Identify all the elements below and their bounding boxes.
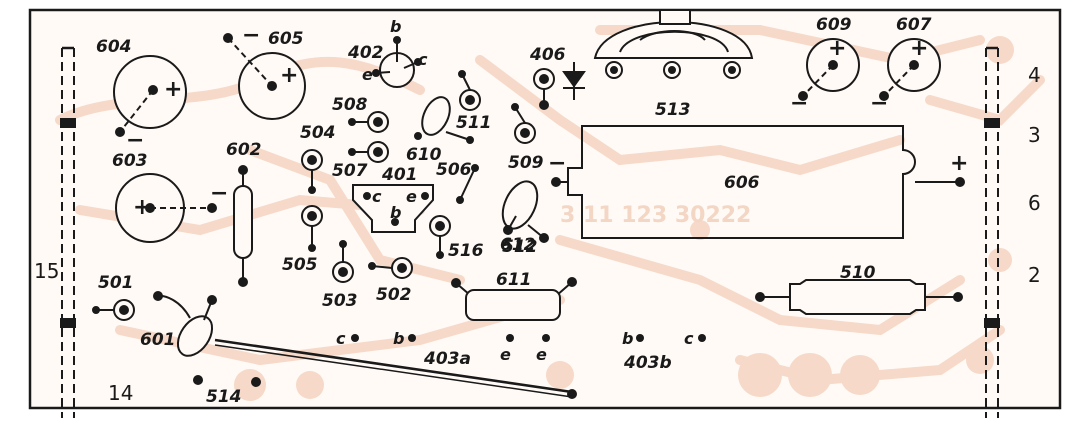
label-514: 514 <box>206 387 242 407</box>
label-507: 507 <box>332 161 368 181</box>
svg-text:b: b <box>393 329 404 348</box>
label-606: 606 <box>724 173 760 193</box>
capacitor-601 <box>153 291 217 357</box>
label-610: 610 <box>406 145 442 165</box>
resistor-501 <box>92 299 135 321</box>
svg-text:+: + <box>133 195 151 220</box>
label-402: 402 <box>347 43 384 63</box>
edge-label-6: 6 <box>1028 191 1041 215</box>
edge-label-15: 15 <box>34 259 59 283</box>
label-612: 612 <box>500 235 536 255</box>
capacitor-612 <box>501 180 549 243</box>
right-rail <box>985 48 999 418</box>
svg-text:+: + <box>910 36 928 61</box>
label-403b: 403b <box>623 353 672 373</box>
label-501: 501 <box>98 273 134 293</box>
label-609: 609 <box>816 15 852 35</box>
label-602: 602 <box>226 140 262 160</box>
label-510: 510 <box>840 263 876 283</box>
svg-text:e: e <box>536 345 547 364</box>
svg-text:−: − <box>126 128 144 153</box>
resistor-511 <box>458 70 481 111</box>
label-509: 509 <box>508 153 544 173</box>
svg-text:−: − <box>210 181 228 206</box>
edge-label-2: 2 <box>1028 263 1041 287</box>
label-513: 513 <box>655 100 691 120</box>
svg-text:c: c <box>418 50 428 69</box>
copper-pads <box>234 36 1014 401</box>
resistor-503 <box>332 240 354 283</box>
resistor-504 <box>301 149 323 194</box>
label-603: 603 <box>112 151 148 171</box>
resistor-510 <box>755 279 963 315</box>
label-506: 506 <box>436 160 472 180</box>
label-601: 601 <box>140 330 176 350</box>
polarity-marks: + − + − + − + − + − − + <box>126 23 968 220</box>
svg-text:+: + <box>280 63 298 88</box>
transistor-402 <box>372 36 422 88</box>
svg-text:b: b <box>622 329 633 348</box>
transistor-401 <box>352 184 434 233</box>
svg-text:−: − <box>548 151 566 176</box>
capacitor-605 <box>223 33 306 120</box>
resistor-516 <box>429 215 451 259</box>
capacitor-603 <box>115 173 217 243</box>
label-605: 605 <box>268 29 304 49</box>
capacitor-602 <box>233 165 253 287</box>
label-406: 406 <box>529 45 566 65</box>
label-604: 604 <box>96 37 132 57</box>
svg-text:+: + <box>828 36 846 61</box>
label-505: 505 <box>282 255 318 275</box>
capacitor-610 <box>414 96 474 144</box>
label-401: 401 <box>381 165 418 185</box>
diode-406 <box>533 62 586 110</box>
label-511: 511 <box>456 113 492 133</box>
resistor-502 <box>368 257 413 279</box>
svg-text:−: − <box>790 91 808 116</box>
capacitor-609 <box>798 38 860 101</box>
resistor-514 <box>193 375 261 387</box>
svg-text:+: + <box>950 151 968 176</box>
svg-text:e: e <box>500 345 511 364</box>
pin-labels: b e c c e b c b e e b c <box>336 17 694 364</box>
resistor-508 <box>348 111 389 133</box>
svg-text:−: − <box>242 23 260 48</box>
capacitor-611 <box>451 277 577 321</box>
svg-text:+: + <box>164 77 182 102</box>
label-611: 611 <box>496 270 532 290</box>
svg-text:c: c <box>336 329 346 348</box>
capacitor-607 <box>879 38 941 101</box>
svg-text:c: c <box>684 329 694 348</box>
edge-label-4: 4 <box>1028 63 1041 87</box>
label-512: 512 <box>502 237 538 257</box>
resistor-509 <box>511 103 536 144</box>
board-part-number: 3 11 123 30222 <box>560 203 751 228</box>
capacitor-606 <box>551 125 965 239</box>
label-403a: 403a <box>423 349 471 369</box>
capacitor-604 <box>113 55 187 137</box>
component-labels: 604 605 603 602 609 607 606 601 610 611 … <box>96 15 932 407</box>
transistor-pads-403 <box>351 334 706 342</box>
label-504: 504 <box>300 123 336 143</box>
jumper-wire <box>214 338 577 399</box>
edge-label-3: 3 <box>1028 123 1041 147</box>
svg-text:e: e <box>362 65 373 84</box>
label-502: 502 <box>376 285 412 305</box>
svg-text:c: c <box>372 187 382 206</box>
edge-label-14: 14 <box>108 381 133 405</box>
resistor-507 <box>348 141 389 163</box>
label-508: 508 <box>332 95 368 115</box>
svg-text:−: − <box>870 91 888 116</box>
resistor-505 <box>301 205 323 252</box>
potentiometer-513 <box>593 9 754 79</box>
left-rail <box>61 48 75 418</box>
label-503: 503 <box>322 291 358 311</box>
svg-text:b: b <box>390 17 401 36</box>
svg-text:b: b <box>390 203 401 222</box>
svg-text:e: e <box>406 187 417 206</box>
label-607: 607 <box>896 15 932 35</box>
resistor-506 <box>456 164 479 204</box>
label-516: 516 <box>448 241 484 261</box>
